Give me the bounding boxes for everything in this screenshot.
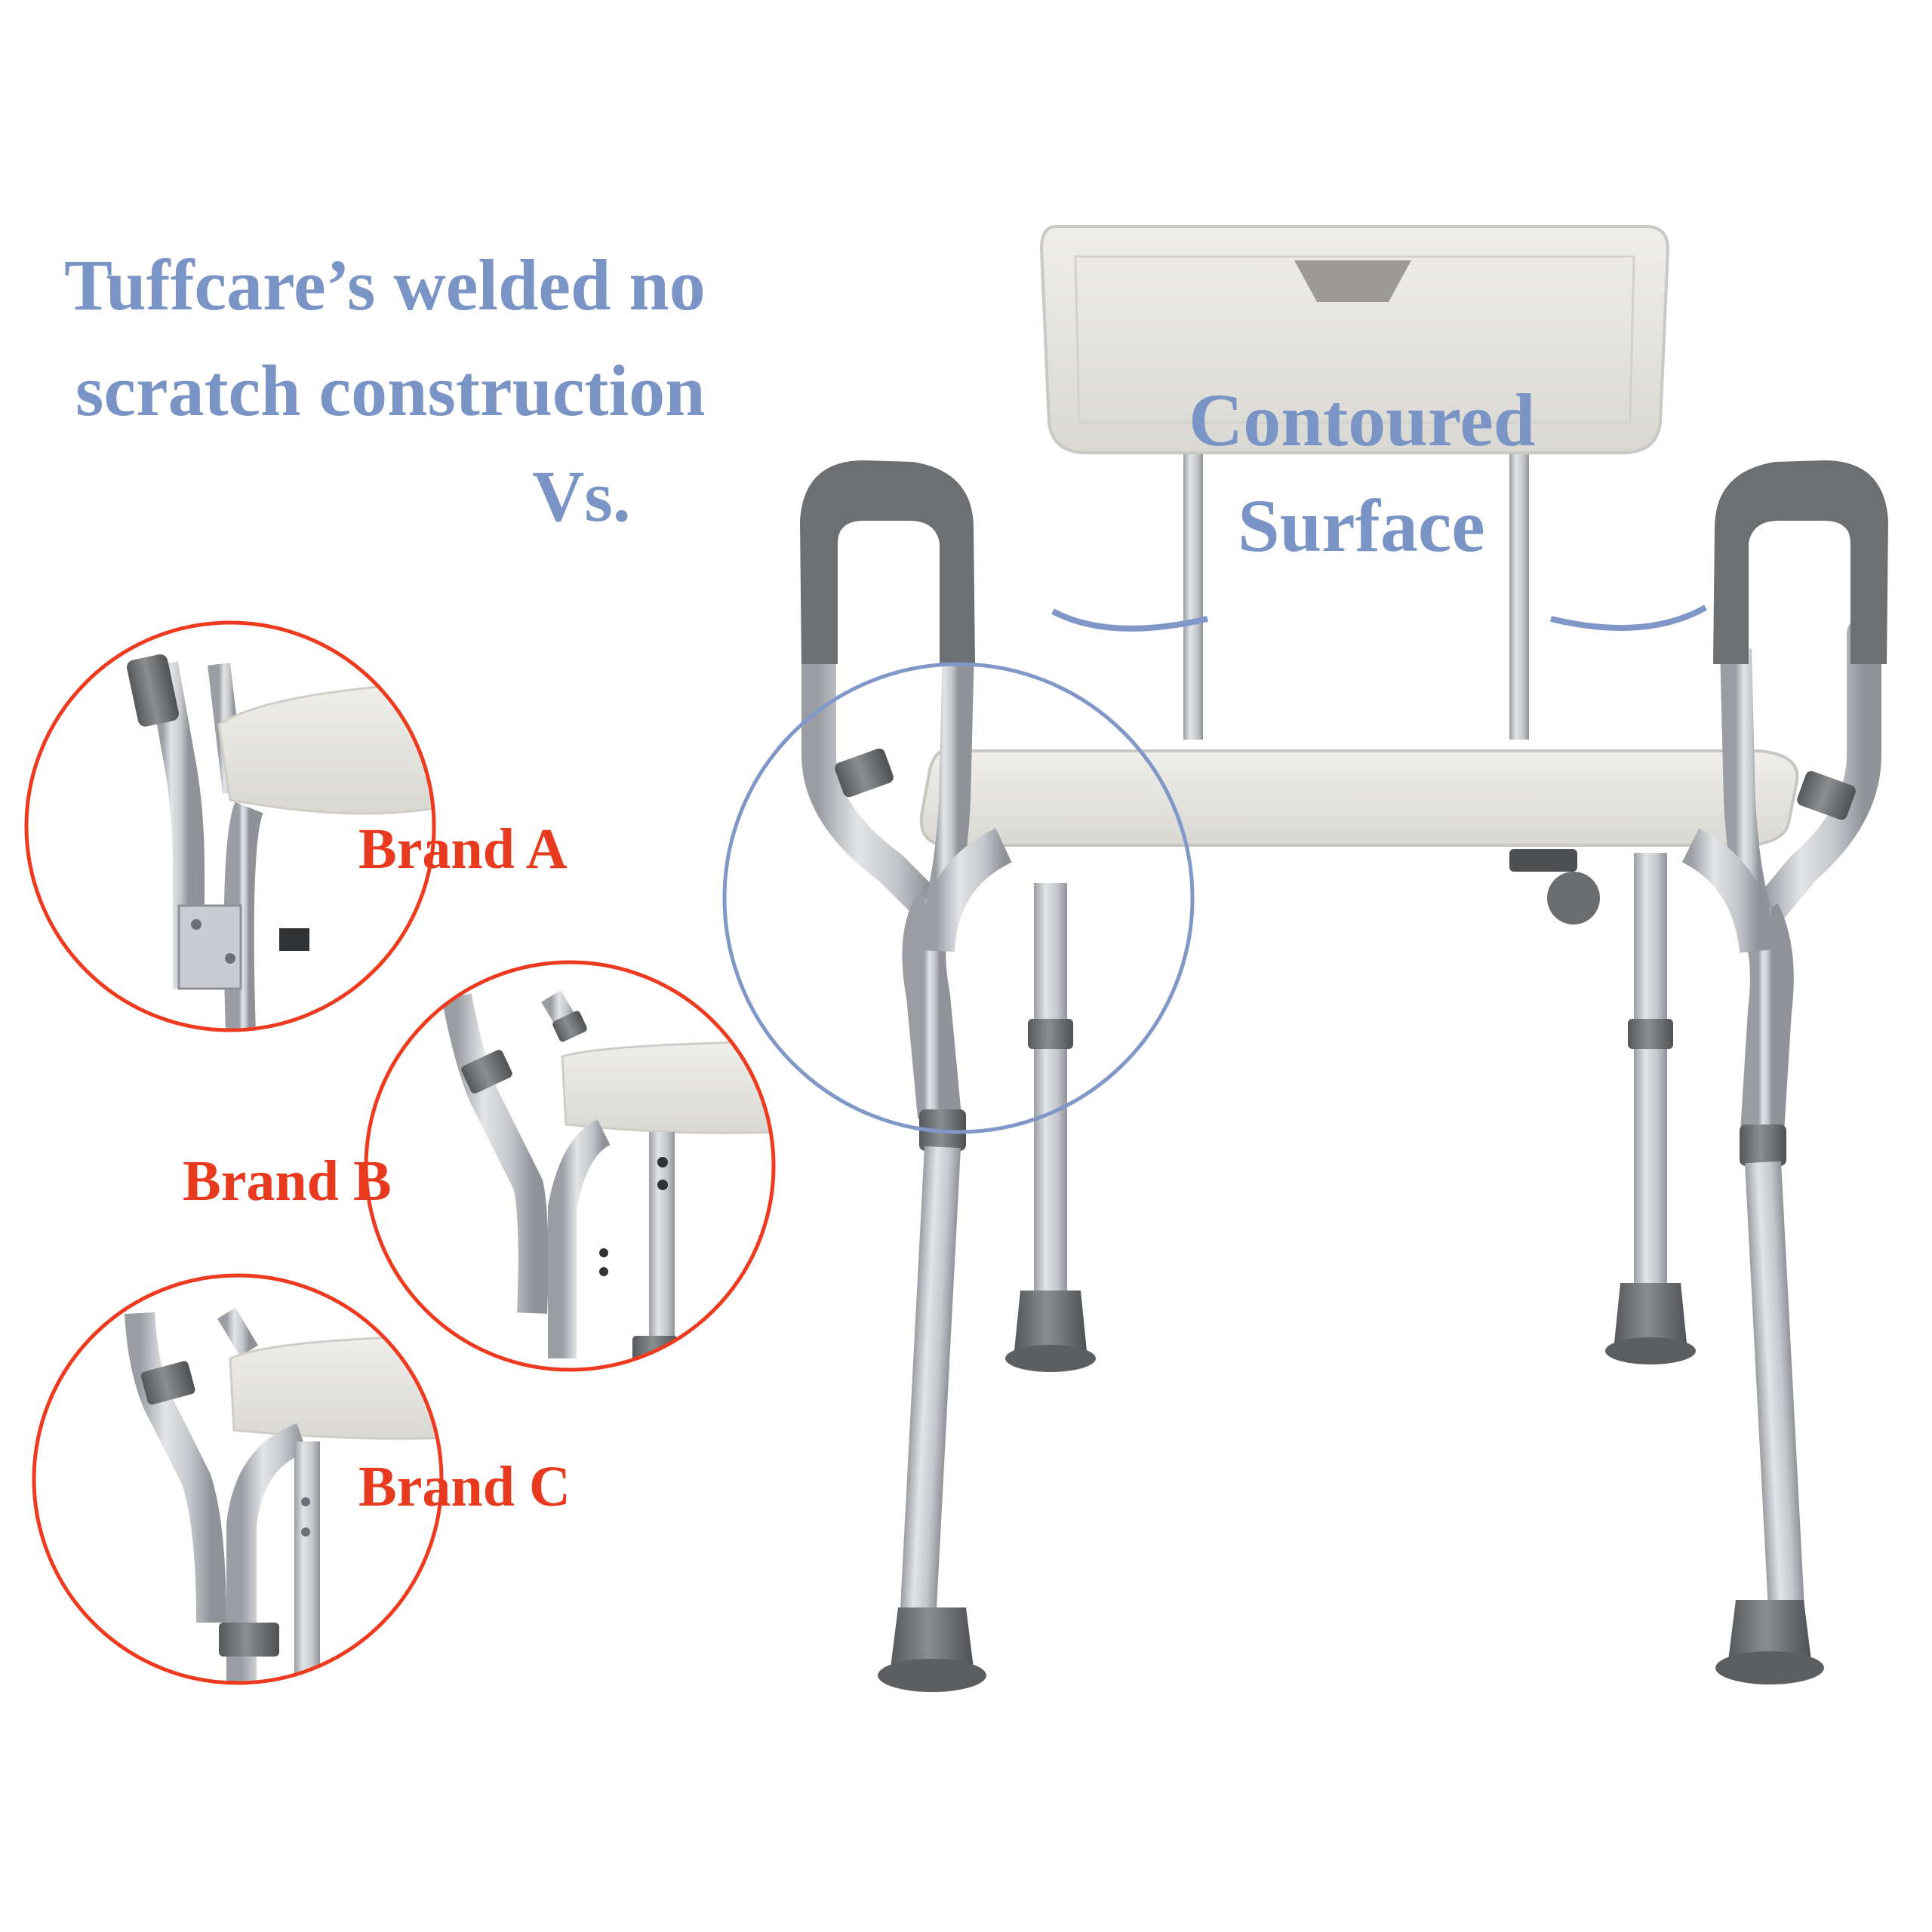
armrest-pad-left (800, 460, 975, 664)
headline-line-3: Vs. (532, 456, 631, 537)
contour-arc-left (1051, 608, 1208, 632)
rear-legs (1005, 853, 1696, 1372)
front-foot-right (1728, 1600, 1811, 1660)
backrest-handle-cutout (1294, 260, 1411, 302)
rear-foot-right (1614, 1283, 1687, 1343)
headline-line-2: scratch construction (75, 350, 706, 431)
callout-line-1: Contoured (1189, 378, 1535, 462)
front-legs (878, 828, 1824, 1692)
brand-b-label: Brand B (183, 1149, 392, 1213)
backrest-post-left (1183, 438, 1203, 740)
brand-c-label: Brand C (358, 1455, 571, 1518)
front-foot-left (891, 1607, 974, 1668)
shower-chair (800, 225, 1888, 1692)
armrest-right (1713, 460, 1888, 931)
welded-joint-highlight-ring (722, 662, 1195, 1134)
backrest-post-right (1509, 438, 1529, 740)
brand-a-label: Brand A (358, 817, 568, 881)
brand-a-inset (24, 620, 436, 1032)
brand-a-ring (24, 620, 436, 1032)
armrest-pad-right (1713, 460, 1888, 664)
arm-collar-right (1797, 771, 1856, 820)
rear-foot-left (1014, 1291, 1087, 1351)
brand-c-inset (32, 1273, 444, 1685)
armrest-left (800, 460, 975, 926)
brand-b-inset (364, 960, 776, 1372)
seat-latch (1509, 849, 1577, 872)
callout-line-2: Surface (1238, 484, 1485, 568)
brand-c-ring (32, 1273, 444, 1685)
arm-collar-left (835, 748, 894, 798)
contoured-surface-callout: Contoured Surface (1189, 378, 1535, 568)
backrest (1039, 225, 1670, 454)
contour-arc-right (1550, 605, 1707, 631)
brand-b-ring (364, 960, 776, 1372)
headline: Tuffcare’s welded no scratch constructio… (64, 245, 706, 537)
headline-line-1: Tuffcare’s welded no (64, 245, 706, 325)
